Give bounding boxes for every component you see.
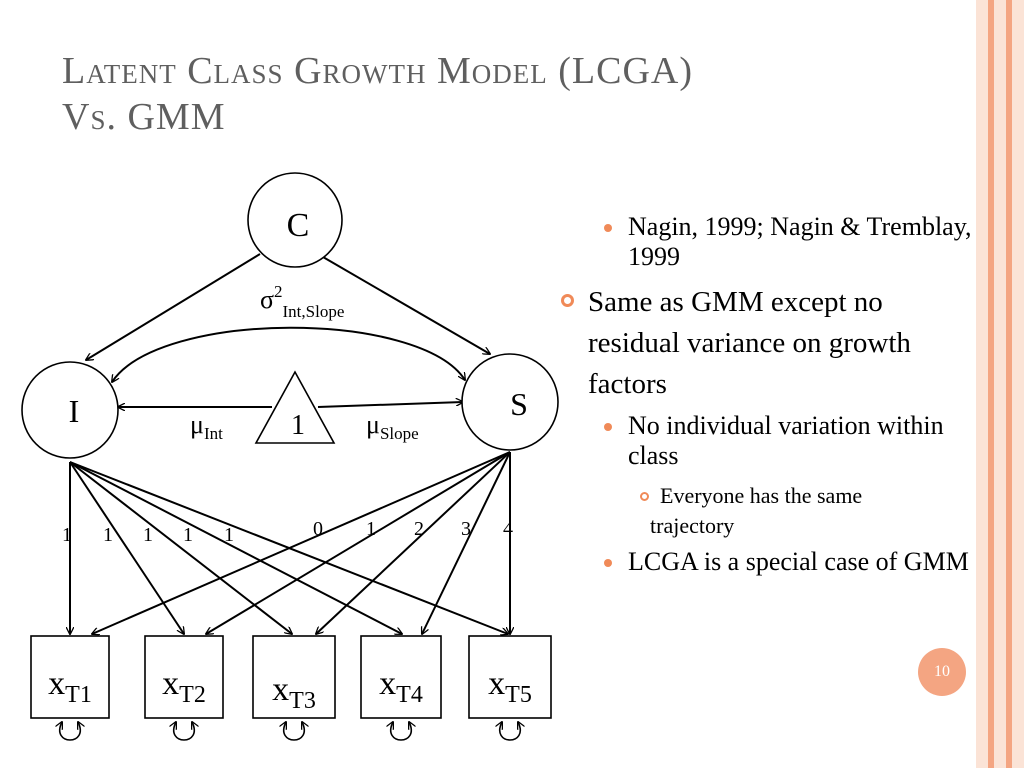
bullet-item: Same as GMM except no residual variance …: [560, 282, 980, 405]
bullet-item: Nagin, 1999; Nagin & Tremblay, 1999: [560, 212, 980, 272]
growth-model-diagram: C I S 1 σ2Int,Slope μInt μSlope 1 1 1 1 …: [21, 172, 559, 741]
intercept-loading: 1: [143, 524, 153, 546]
mu-slope-label: μSlope: [366, 410, 419, 443]
arrow-c-to-i: [86, 253, 261, 360]
slope-node-label: S: [510, 386, 528, 422]
bullet-dot-icon: [604, 423, 612, 431]
indicator-label-t5: xT5: [488, 665, 532, 708]
residual-loop-t2: [174, 722, 195, 741]
indicator-box-t4: [360, 635, 442, 719]
intercept-loading: 1: [103, 524, 113, 546]
edge-stripe: [994, 0, 1006, 768]
indicator-label-t2: xT2: [162, 665, 206, 708]
slide-title: Latent Class Growth Model (LCGA) Vs. GMM: [62, 48, 962, 140]
bullet-list: Nagin, 1999; Nagin & Tremblay, 1999 Same…: [560, 212, 980, 587]
slope-loading: 1: [366, 518, 376, 540]
bullet-dot-icon: [604, 224, 612, 232]
edge-stripe: [976, 0, 988, 768]
residual-loop-t1: [60, 722, 81, 741]
arrow-i-to-xt4: [69, 461, 402, 634]
bullet-ring-icon: [561, 294, 574, 307]
edge-stripe: [1006, 0, 1012, 768]
page-number-badge: 10: [918, 648, 966, 696]
residual-loop-t3: [284, 722, 305, 741]
residual-loop-t5: [500, 722, 521, 741]
intercept-loading: 1: [62, 524, 72, 546]
indicator-label-t4: xT4: [379, 665, 423, 708]
intercept-node: [21, 361, 119, 459]
intercept-loading: 1: [224, 524, 234, 546]
mean-structure-triangle: [254, 370, 336, 444]
title-line-1: Latent Class Growth Model (LCGA): [62, 50, 694, 92]
covariance-label: σ2Int,Slope: [260, 282, 344, 321]
slope-loading: 0: [313, 518, 323, 540]
arrow-s-to-xt2: [206, 451, 511, 634]
slope-loading: 3: [461, 518, 471, 540]
arrow-s-to-xt4: [422, 451, 511, 634]
arrow-c-to-s: [322, 256, 490, 354]
slope-loading: 4: [503, 518, 513, 540]
covariance-arc: [112, 326, 465, 382]
slope-loading: 2: [414, 518, 424, 540]
indicator-box-t3: [252, 635, 336, 719]
mu-int-label: μInt: [190, 410, 223, 443]
class-node: [247, 172, 343, 268]
slope-node: [461, 353, 559, 451]
arrow-s-to-xt3: [316, 451, 511, 634]
arrow-mean-to-s: [317, 402, 463, 408]
residual-loop-t4: [391, 722, 412, 741]
edge-stripe: [988, 0, 994, 768]
title-line-2: Vs. GMM: [62, 96, 226, 138]
class-node-label: C: [287, 207, 310, 244]
bullet-dot-icon: [604, 559, 612, 567]
bullet-item: No individual variation within class: [560, 411, 980, 471]
indicator-box-t2: [144, 635, 224, 719]
bullet-ring-icon: [640, 492, 649, 501]
indicator-label-t1: xT1: [48, 665, 92, 708]
bullet-item: LCGA is a special case of GMM: [560, 547, 980, 577]
indicator-box-t1: [30, 635, 110, 719]
intercept-node-label: I: [69, 393, 80, 429]
indicator-box-t5: [468, 635, 552, 719]
arrow-i-to-xt3: [69, 461, 292, 634]
edge-stripe: [1012, 0, 1024, 768]
indicator-label-t3: xT3: [272, 671, 316, 714]
constant-label: 1: [291, 410, 305, 441]
arrow-s-to-xt1: [92, 451, 511, 634]
intercept-loading: 1: [183, 524, 193, 546]
arrow-i-to-xt2: [69, 461, 184, 634]
